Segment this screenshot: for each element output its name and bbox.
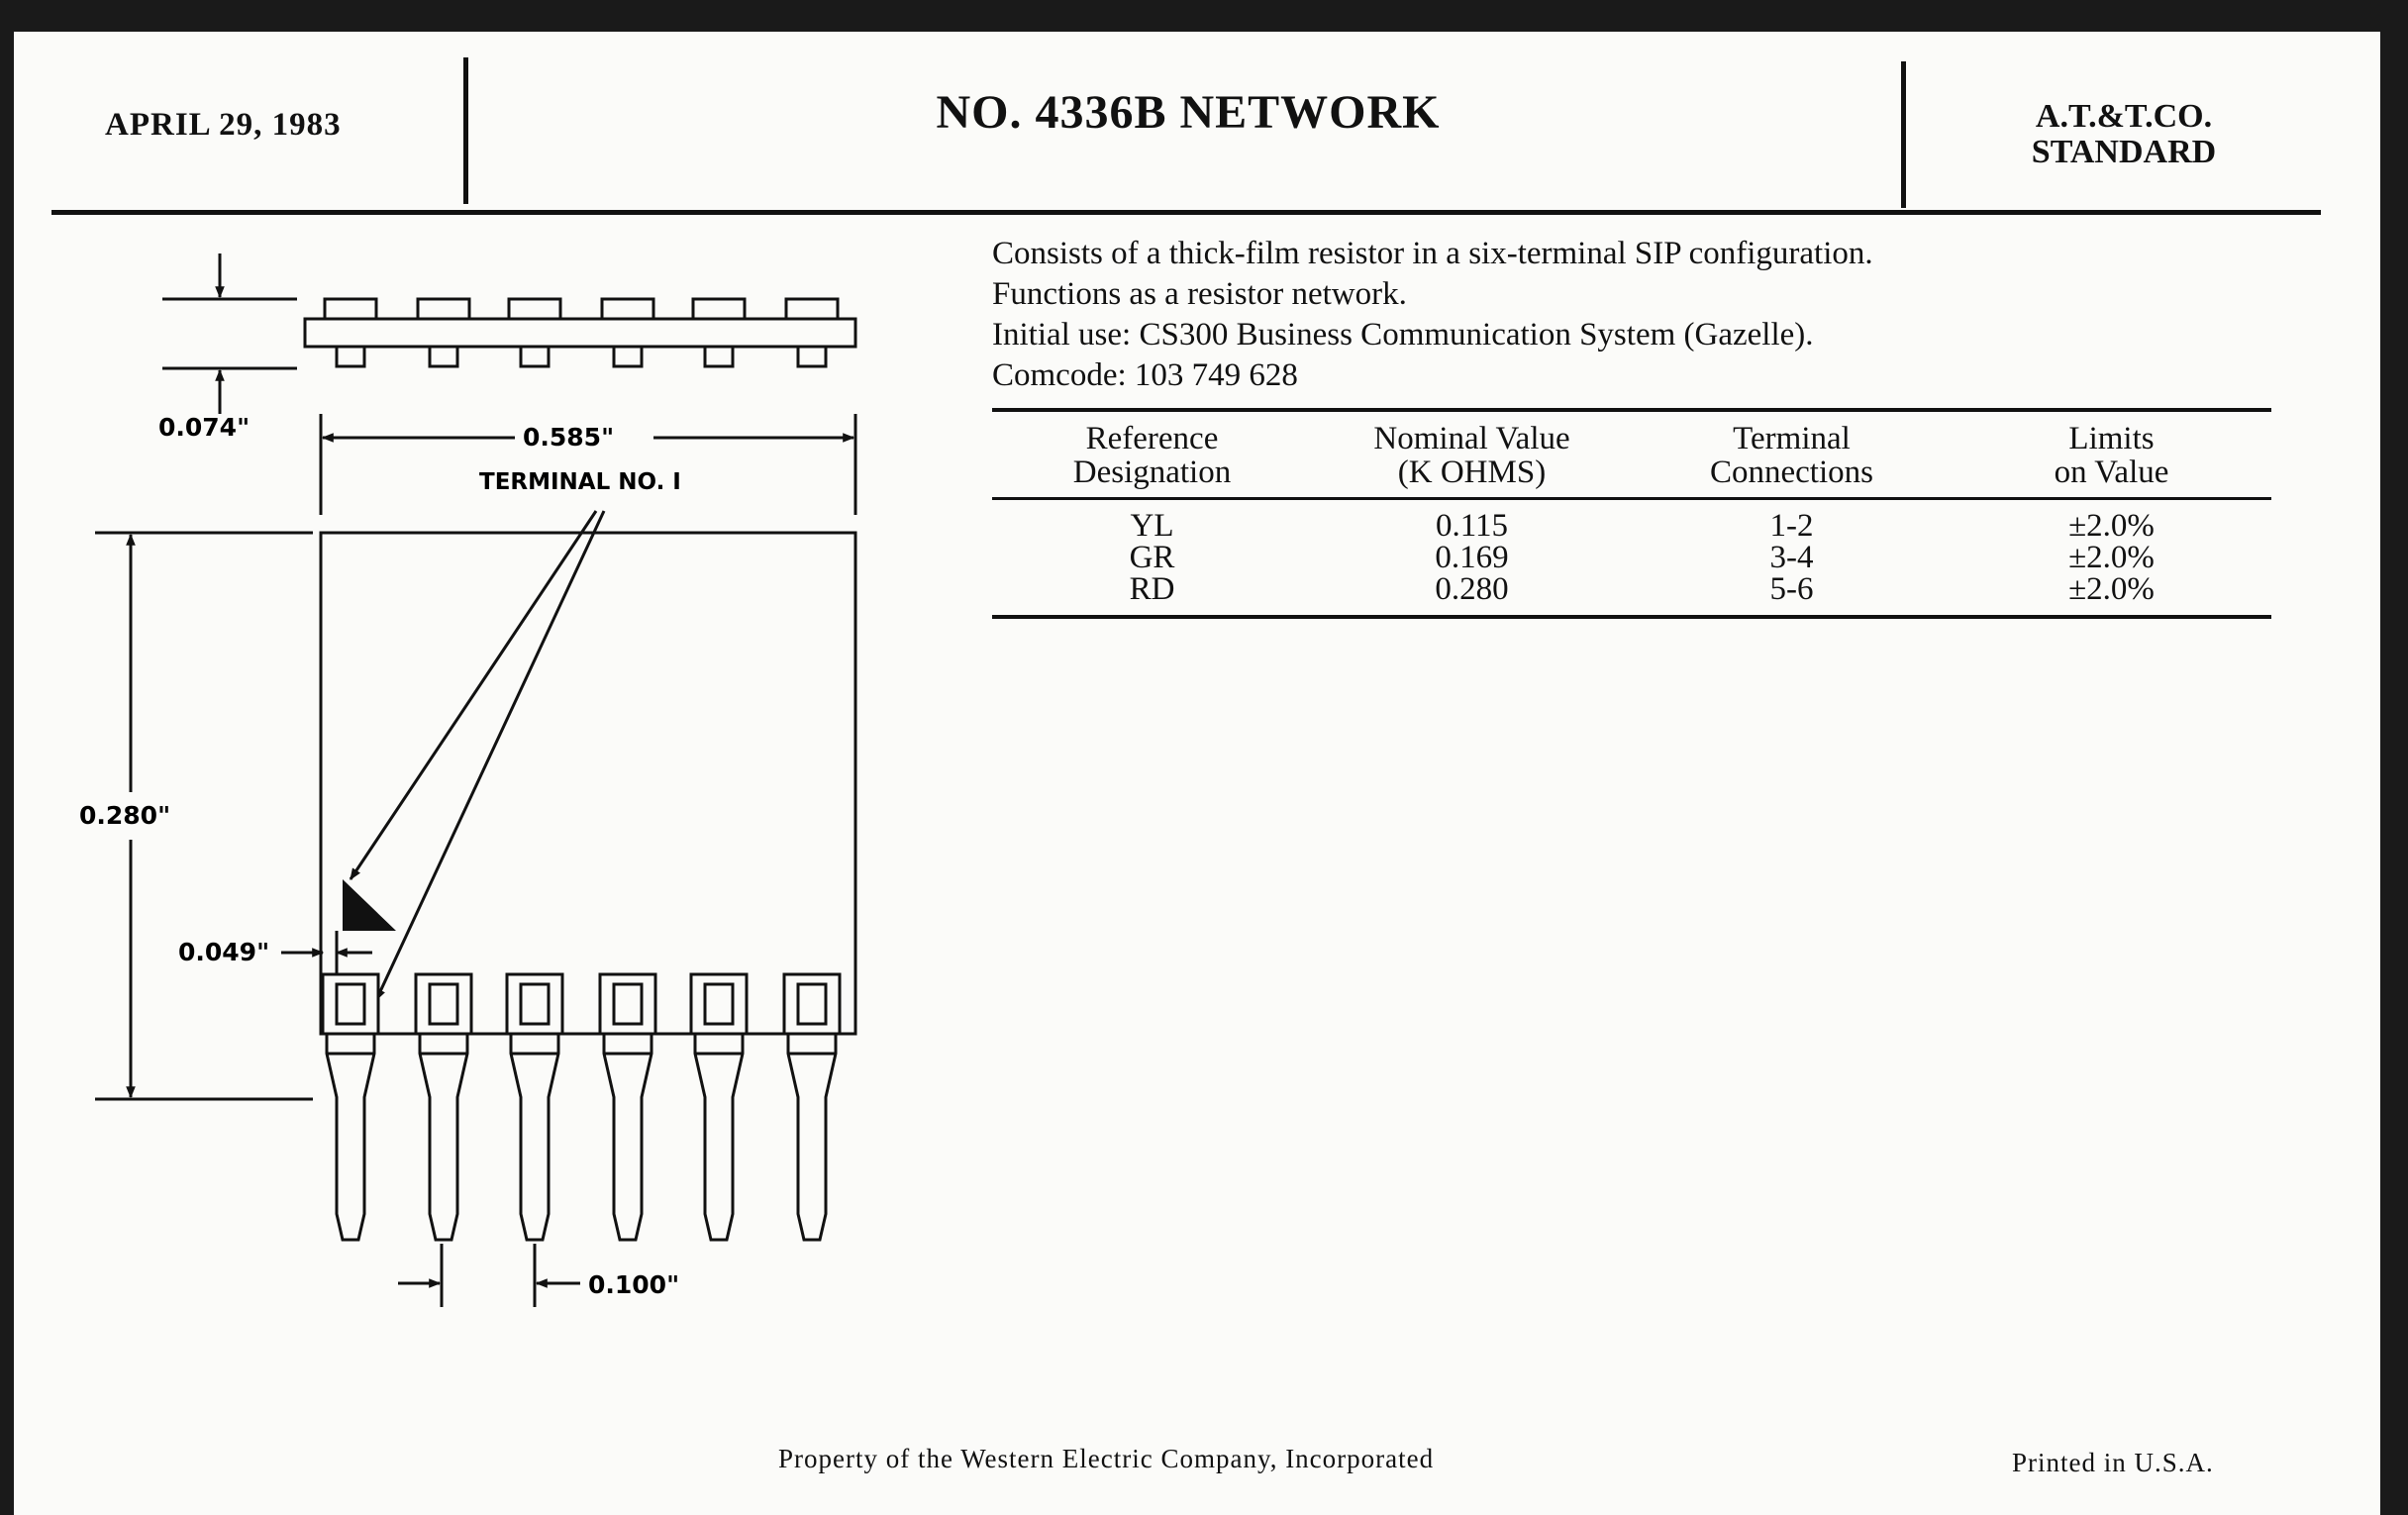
dimension-pitch-label: 0.100": [588, 1270, 679, 1299]
table-cell: 5-6: [1769, 571, 1814, 607]
resistor-spec-table: Reference Designation Nominal Value (K O…: [992, 408, 2271, 619]
side-view-pin-bottom: [612, 345, 644, 368]
column-header-terminals: Terminal Connections: [1710, 421, 1873, 490]
standard-line-1: A.T.&T.CO.: [2035, 98, 2213, 135]
column-header-reference: Reference Designation: [1072, 421, 1232, 490]
side-view-pin-bottom: [703, 345, 735, 368]
description-line: Comcode: 103 749 628: [992, 357, 1298, 393]
side-view-pin-top: [600, 297, 655, 321]
leader-arrow: [349, 510, 598, 880]
printed-notice: Printed in U.S.A.: [2012, 1448, 2214, 1477]
table-row: YL 0.115 1-2 ±2.0%: [992, 499, 2271, 543]
table-cell: 1-2: [1769, 508, 1814, 544]
description: Consists of a thick-film resistor in a s…: [992, 234, 1873, 396]
page-title: NO. 4336B NETWORK: [936, 86, 1441, 139]
dimension-height-label: 0.280": [79, 801, 170, 830]
terminal-lead: [509, 1032, 560, 1242]
table-row: RD 0.280 5-6 ±2.0%: [992, 573, 2271, 617]
terminal-clip-inner: [612, 982, 644, 1026]
side-view-body: [303, 317, 857, 349]
table-cell: RD: [1129, 571, 1175, 607]
table-cell: ±2.0%: [2068, 540, 2155, 575]
table-row: GR 0.169 3-4 ±2.0%: [992, 540, 2271, 575]
column-header-nominal: Nominal Value (K OHMS): [1373, 421, 1570, 490]
terminal-clip-inner: [703, 982, 735, 1026]
table-cell: 0.169: [1435, 540, 1509, 575]
header-divider-right: [1901, 61, 1906, 208]
side-view-pin-top: [416, 297, 471, 321]
terminal-lead: [602, 1032, 653, 1242]
table-cell: ±2.0%: [2068, 508, 2155, 544]
dimension-thickness-label: 0.074": [158, 413, 250, 442]
description-line: Initial use: CS300 Business Communicatio…: [992, 317, 1814, 353]
property-notice: Property of the Western Electric Company…: [778, 1444, 1435, 1473]
side-view-pin-bottom: [519, 345, 551, 368]
standard-line-2: STANDARD: [2031, 134, 2217, 170]
description-line: Consists of a thick-film resistor in a s…: [992, 236, 1873, 271]
header-divider-left: [463, 57, 468, 204]
pin-one-marker: [343, 879, 396, 931]
terminal-lead: [325, 1032, 376, 1242]
side-view-pin-top: [691, 297, 747, 321]
header-rule: [51, 210, 2321, 215]
standard-label: A.T.&T.CO. STANDARD: [1901, 99, 2347, 170]
terminal-one-label: TERMINAL NO. I: [479, 469, 681, 495]
side-view-pin-bottom: [428, 345, 459, 368]
dimension-length-label: 0.585": [523, 423, 614, 452]
side-view-pin-top: [323, 297, 378, 321]
table-cell: 3-4: [1769, 540, 1814, 575]
table-cell: YL: [1130, 508, 1174, 544]
table-header-row: Reference Designation Nominal Value (K O…: [992, 410, 2271, 499]
terminal-clip-inner: [428, 982, 459, 1026]
side-view-pin-bottom: [796, 345, 828, 368]
terminal-clip-inner: [519, 982, 551, 1026]
terminal-clip-inner: [796, 982, 828, 1026]
side-view-pin-top: [784, 297, 840, 321]
issue-date: APRIL 29, 1983: [105, 107, 342, 143]
column-header-limits: Limits on Value: [2054, 421, 2169, 490]
description-line: Functions as a resistor network.: [992, 276, 1407, 312]
table-cell: GR: [1129, 540, 1175, 575]
terminal-clip-inner: [335, 982, 366, 1026]
side-view-pin-top: [507, 297, 562, 321]
table-cell: ±2.0%: [2068, 571, 2155, 607]
table-cell: 0.280: [1435, 571, 1509, 607]
front-view-body: [319, 531, 857, 1036]
dimension-marker-offset-label: 0.049": [178, 938, 269, 966]
terminal-lead: [693, 1032, 745, 1242]
table-cell: 0.115: [1435, 508, 1509, 544]
side-view-pin-bottom: [335, 345, 366, 368]
terminal-lead: [786, 1032, 838, 1242]
leader-arrow: [374, 510, 606, 1002]
terminal-lead: [418, 1032, 469, 1242]
